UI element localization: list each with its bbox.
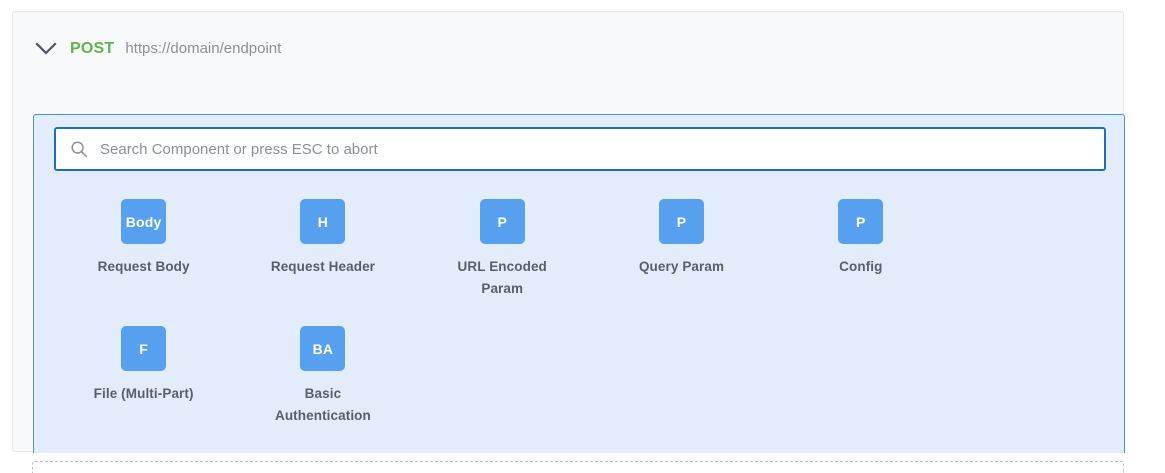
component-label: File (Multi-Part) (93, 386, 194, 401)
component-item-query-param[interactable]: P Query Param (592, 191, 771, 318)
component-abbr-badge: BA (300, 326, 346, 371)
component-label: Basic Authentication (274, 386, 371, 423)
component-label: Config (839, 259, 883, 274)
search-field-wrapper[interactable] (54, 127, 1106, 171)
component-abbr-badge: H (300, 199, 346, 244)
component-picker-panel: Body Request Body H Request Header P URL… (33, 114, 1125, 453)
search-icon (70, 140, 88, 158)
component-abbr-badge: F (121, 326, 167, 371)
request-card: POST https://domain/endpoint Body Reques… (12, 11, 1125, 453)
component-item-url-encoded-param[interactable]: P URL Encoded Param (413, 191, 592, 318)
component-item-file-multi-part[interactable]: F File (Multi-Part) (54, 318, 233, 445)
request-header: POST https://domain/endpoint (13, 12, 1123, 102)
component-item-request-body[interactable]: Body Request Body (54, 191, 233, 318)
component-drop-zone[interactable] (32, 461, 1124, 473)
component-abbr-badge: P (838, 199, 884, 244)
chevron-down-icon[interactable] (31, 37, 61, 61)
request-method-label: POST (70, 40, 115, 57)
component-item-request-header[interactable]: H Request Header (233, 191, 412, 318)
component-grid: Body Request Body H Request Header P URL… (54, 191, 1106, 445)
component-abbr-badge: Body (121, 199, 167, 244)
component-label: Query Param (638, 259, 725, 274)
component-item-basic-authentication[interactable]: BA Basic Authentication (233, 318, 412, 445)
request-url-label: https://domain/endpoint (125, 40, 282, 57)
component-label: URL Encoded Param (457, 259, 547, 296)
component-label: Request Header (270, 259, 376, 274)
component-label: Request Body (97, 259, 190, 274)
component-item-config[interactable]: P Config (771, 191, 950, 318)
search-input[interactable] (100, 129, 1090, 169)
component-abbr-badge: P (659, 199, 705, 244)
component-abbr-badge: P (479, 199, 525, 244)
